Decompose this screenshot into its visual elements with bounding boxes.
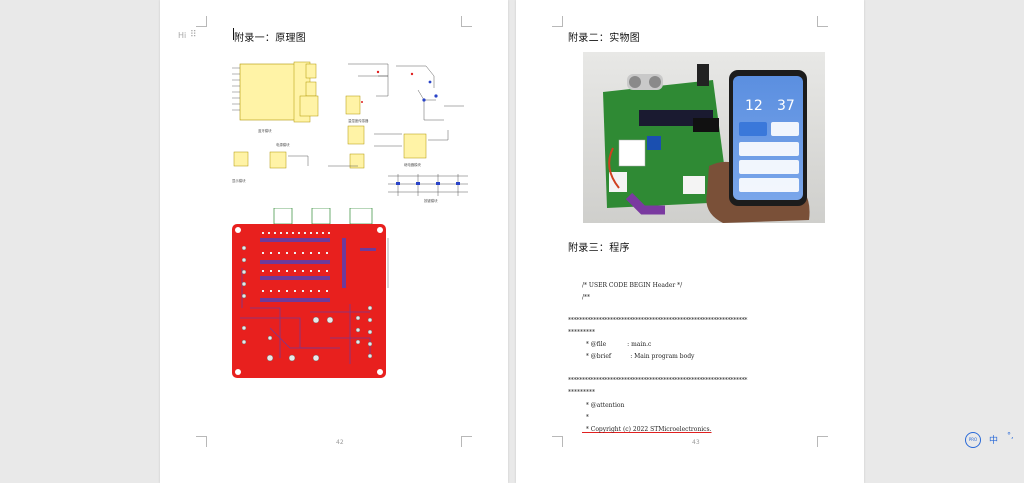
schematic-image: 电源模块 蓝牙模块 温湿度传感器 继电器模块 按键模块 显示模块 — [228, 56, 478, 204]
margin-corner-bottom-right — [461, 436, 472, 447]
page-number: 42 — [336, 439, 344, 446]
ime-tray: PRO 中 °, — [965, 431, 1021, 448]
margin-corner-top-right — [817, 16, 828, 27]
drag-handle-icon[interactable]: ⠿ — [190, 30, 197, 40]
margin-corner-top-left — [196, 16, 207, 27]
page-number: 43 — [692, 439, 700, 446]
ime-punctuation-icon[interactable]: °, — [1007, 431, 1014, 440]
ime-language-toggle[interactable]: 中 — [989, 436, 999, 446]
margin-corner-bottom-right — [817, 436, 828, 447]
schematic-label-5: 按键模块 — [424, 198, 438, 203]
code-line-10: * — [582, 414, 589, 421]
schematic-label-3: 温湿度传感器 — [348, 118, 369, 123]
code-line-11: * Copyright (c) 2022 STMicroelectronics. — [582, 426, 712, 433]
code-line-4: ********* — [568, 329, 595, 336]
appendix-3-heading: 附录三：程序 — [568, 243, 630, 254]
code-line-2: /** — [582, 294, 591, 301]
appendix-2-heading: 附录二：实物图 — [568, 33, 641, 44]
pcb-layout-image — [232, 208, 389, 378]
code-line-3: ****************************************… — [568, 317, 748, 324]
margin-corner-bottom-left — [196, 436, 207, 447]
document-page-left: Hi ⠿ 附录一：原理图 — [160, 0, 508, 483]
schematic-label-6: 显示模块 — [232, 178, 246, 183]
phone-reading-left: 12 — [745, 98, 763, 114]
schematic-label-4: 继电器模块 — [404, 162, 422, 167]
heading-style-icon[interactable]: Hi — [178, 31, 187, 40]
code-line-9: * @attention — [582, 402, 625, 409]
margin-corner-bottom-left — [552, 436, 563, 447]
appendix-1-heading: 附录一：原理图 — [234, 33, 307, 44]
margin-corner-top-right — [461, 16, 472, 27]
code-line-7: ****************************************… — [568, 377, 748, 384]
schematic-label-2: 蓝牙模块 — [258, 128, 272, 133]
code-line-1: /* USER CODE BEGIN Header */ — [582, 282, 683, 289]
text-cursor — [233, 28, 234, 40]
schematic-label-1: 电源模块 — [276, 142, 290, 147]
code-line-6: * @brief : Main program body — [582, 353, 695, 360]
margin-corner-top-left — [552, 16, 563, 27]
code-line-8: ********* — [568, 389, 595, 396]
phone-reading-right: 37 — [777, 98, 795, 114]
hardware-photo: 12 37 — [583, 52, 825, 223]
ime-pro-badge-icon[interactable]: PRO — [965, 432, 981, 448]
document-page-right: 附录二：实物图 12 37 — [516, 0, 864, 483]
code-line-5: * @file : main.c — [582, 341, 652, 348]
